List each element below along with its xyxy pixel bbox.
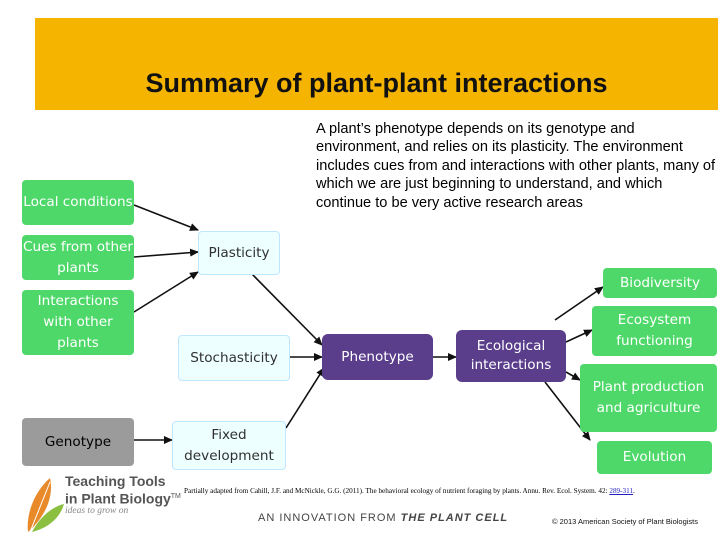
node-stochasticity: Stochasticity (178, 335, 290, 381)
node-phenotype: Phenotype (322, 334, 433, 380)
page-title: Summary of plant-plant interactions (145, 68, 608, 98)
node-genotype: Genotype (22, 418, 134, 466)
arrow-cues-to-plasticity (133, 248, 199, 258)
brand-trademark: TM (170, 493, 181, 500)
arrow-ecological-to-biodiversity (554, 286, 604, 321)
innovation-prefix: AN INNOVATION FROM (258, 512, 401, 524)
innovation-source: THE PLANT CELL (400, 512, 509, 524)
teaching-tools-logo-icon (27, 478, 64, 533)
node-plant-production: Plant production and agriculture (580, 364, 717, 432)
citation-body: Partially adapted from Cahill, J.F. and … (184, 487, 610, 495)
citation-end: . (633, 487, 635, 495)
innovation-line: AN INNOVATION FROM THE PLANT CELL (258, 512, 508, 524)
arrow-plasticity-to-phenotype (249, 271, 323, 346)
arrow-local-to-plasticity (133, 204, 199, 231)
arrow-ecological-to-production (565, 371, 581, 381)
node-biodiversity: Biodiversity (603, 268, 717, 298)
node-plasticity: Plasticity (198, 231, 280, 275)
citation-text: Partially adapted from Cahill, J.F. and … (184, 487, 635, 495)
brand-name: Teaching Tools in Plant BiologyTM (65, 474, 185, 507)
node-interactions-with-other-plants: Interactions with other plants (22, 290, 134, 355)
arrow-fixed-to-phenotype (285, 367, 325, 429)
citation-link[interactable]: 289-311 (609, 487, 634, 495)
node-local-conditions: Local conditions (22, 180, 134, 225)
arrow-interactions-to-plasticity (133, 271, 199, 313)
title-bar: Summary of plant-plant interactions (35, 18, 718, 110)
node-cues-from-other-plants: Cues from other plants (22, 235, 134, 280)
brand-line-1: Teaching Tools (65, 473, 166, 489)
node-ecological-interactions: Ecological interactions (456, 330, 566, 382)
node-ecosystem-functioning: Ecosystem functioning (592, 306, 717, 356)
brand-tagline: ideas to grow on (65, 506, 129, 516)
arrow-ecological-to-ecosystem (565, 329, 593, 343)
brand-line-2: in Plant Biology (65, 490, 171, 507)
copyright-text: © 2013 American Society of Plant Biologi… (552, 517, 699, 526)
node-evolution: Evolution (597, 441, 712, 474)
node-fixed-development: Fixed development (172, 421, 286, 470)
description-text: A plant’s phenotype depends on its genot… (316, 121, 716, 211)
